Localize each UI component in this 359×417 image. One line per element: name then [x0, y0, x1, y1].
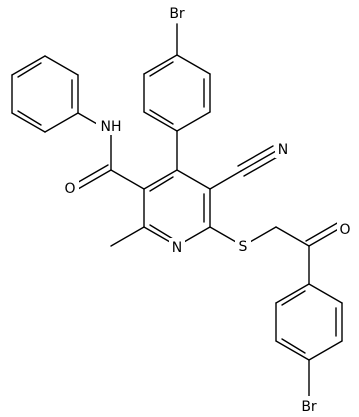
- bond: [176, 169, 211, 190]
- bond: [308, 283, 343, 304]
- pyridine-nitrogen-label: N: [172, 240, 182, 256]
- bond: [308, 226, 343, 247]
- bond: [143, 54, 178, 75]
- nitrile-nitrogen-label: N: [278, 142, 288, 158]
- bond: [149, 109, 174, 125]
- bond: [176, 54, 211, 75]
- bond: [11, 55, 46, 76]
- bond: [275, 283, 310, 304]
- bond: [176, 111, 211, 132]
- bromine-label-top: Br: [169, 6, 185, 22]
- bond: [17, 62, 42, 78]
- bond: [275, 226, 310, 247]
- bond: [110, 226, 145, 247]
- bond: [281, 290, 306, 306]
- bond: [44, 55, 79, 76]
- ketone-oxygen-label: O: [339, 222, 350, 238]
- bond: [149, 61, 174, 77]
- bond: [74, 164, 109, 185]
- bond: [44, 112, 79, 133]
- bond: [143, 169, 178, 190]
- bond: [209, 170, 242, 190]
- bond: [240, 150, 277, 172]
- bromine-label-bottom: Br: [301, 399, 317, 415]
- bond-layer: [11, 23, 343, 398]
- bond: [305, 221, 340, 242]
- bond: [149, 224, 174, 240]
- bond: [281, 338, 306, 354]
- bond: [110, 169, 145, 190]
- bond: [275, 340, 310, 361]
- bond: [17, 110, 42, 126]
- bond: [243, 155, 280, 177]
- bond: [77, 169, 112, 190]
- bond: [237, 145, 274, 167]
- thioether-sulfur-label: S: [239, 239, 248, 255]
- amide-oxygen-label: O: [64, 181, 75, 197]
- bond: [143, 111, 178, 132]
- atom-label-layer: Br Br NH O N N S O: [62, 3, 354, 415]
- bond: [11, 112, 46, 133]
- bond: [149, 176, 174, 192]
- amide-nh-label: NH: [101, 119, 122, 135]
- bond: [308, 340, 343, 361]
